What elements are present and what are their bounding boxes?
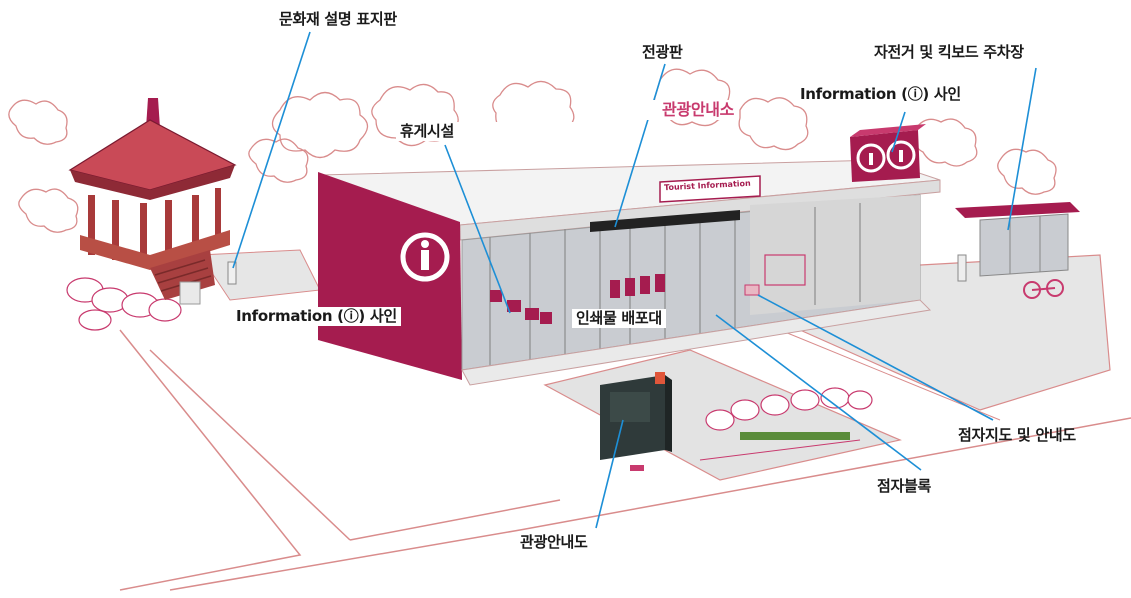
bike-shelter: [955, 202, 1080, 299]
planter-green: [740, 432, 850, 440]
heritage-sign-post: [227, 261, 237, 285]
label-brochure-stand: 인쇄물 배포대: [572, 309, 666, 328]
label-info-sign-wall: Information (ⓘ) 사인: [232, 307, 401, 326]
label-info-sign-roof: Information (ⓘ) 사인: [796, 85, 965, 104]
label-bike-parking: 자전거 및 킥보드 주차장: [874, 43, 1024, 61]
label-billboard: 전광판: [642, 43, 683, 61]
label-rest-area: 휴게시설: [396, 122, 595, 141]
leader-lines: [232, 31, 1037, 529]
ground-outlines: [119, 299, 1131, 591]
tour-map-kiosk: [600, 372, 672, 471]
label-heritage-sign: 문화재 설명 표지판: [279, 10, 397, 28]
label-tourist-center: 관광안내소: [618, 100, 739, 120]
label-braille-block: 점자블록: [877, 477, 932, 495]
plaza-left: [199, 249, 321, 301]
pavilion: [68, 98, 237, 305]
label-braille-map: 점자지도 및 안내도: [958, 426, 1076, 444]
label-tour-map: 관광안내도: [520, 533, 588, 551]
roof-info-cube: [850, 124, 926, 182]
